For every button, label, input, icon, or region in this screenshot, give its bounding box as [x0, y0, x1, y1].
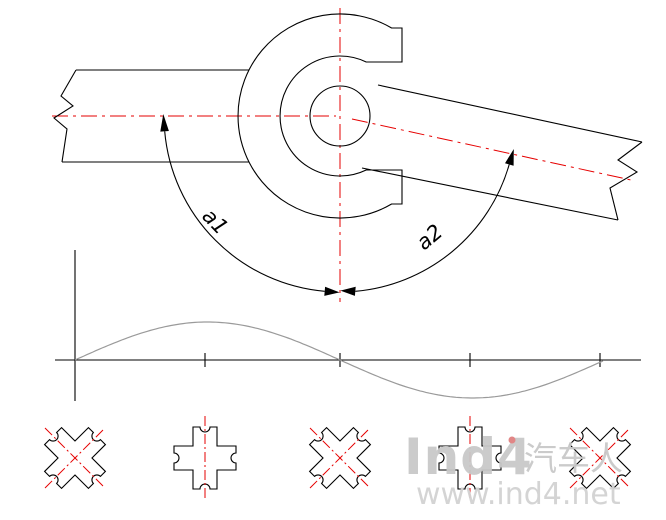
spider-cross [43, 426, 107, 490]
right-shaft-bottom-edge [361, 167, 619, 221]
spider-cross [308, 426, 372, 490]
cross-centerline [569, 427, 631, 489]
watermark-url: www.ind4.net [416, 477, 621, 512]
left-shaft [53, 69, 249, 163]
angle2-label: a2 [412, 220, 448, 255]
angle-annotations: a1 a2 [160, 114, 514, 296]
watermark: Ind4 汽车人 www.ind4.net [404, 428, 623, 512]
angle2-arrow-end-icon [505, 149, 514, 166]
cross-outline [173, 426, 237, 490]
cross-outline [438, 426, 502, 490]
angle2-arrow-start-icon [340, 286, 356, 296]
right-shaft-top-edge [377, 84, 643, 143]
left-shaft-break-line [53, 69, 77, 163]
angle2-arc [355, 164, 510, 292]
cross-outline [43, 426, 107, 490]
cross-centerline [44, 427, 106, 489]
angle1-label: a1 [197, 204, 232, 240]
spider-cross [173, 416, 237, 500]
angle1-arrow-end-icon [324, 286, 340, 296]
right-shaft [361, 84, 643, 221]
angle1-arrow-start-icon [160, 114, 169, 132]
universal-joint: a1 a2 [52, 8, 643, 302]
right-shaft-break-line [609, 141, 643, 221]
cross-outline [308, 426, 372, 490]
right-shaft-centerline [351, 118, 632, 181]
angle1-arc [164, 131, 325, 292]
spider-cross [438, 416, 502, 500]
velocity-plot [55, 250, 641, 401]
journal-circle [309, 85, 371, 147]
cross-sections [43, 416, 632, 500]
cross-centerline [309, 427, 371, 489]
watermark-accent-dot-icon [508, 436, 516, 444]
cross-outline [568, 426, 632, 490]
sine-curve [74, 321, 604, 399]
spider-cross [568, 426, 632, 490]
yoke-outline [237, 13, 403, 219]
watermark-cjk: 汽车人 [524, 439, 623, 478]
